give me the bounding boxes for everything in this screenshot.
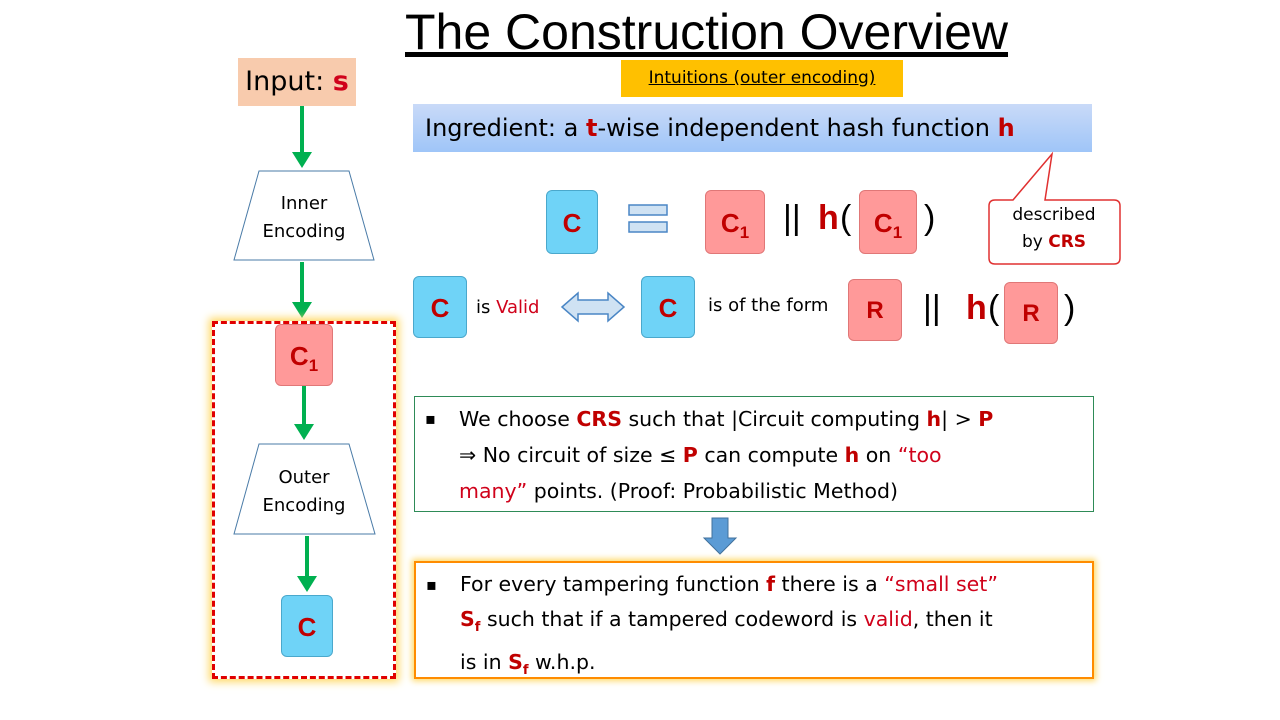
callout-line2: by CRS [989,229,1119,256]
ingredient-pre: Ingredient: a [425,114,586,142]
box2-l2s: S [460,607,475,631]
box2-l2b: such that if a tampered codeword is [480,607,864,631]
eq-close-paren: ) [924,199,936,237]
callout-crs: CRS [1048,232,1087,252]
input-box: Input: s [238,58,356,106]
inner-encoding-shape [233,170,375,261]
callout-line1: described [1012,205,1096,225]
box2-small-set: “small set” [884,572,998,596]
box2-l2sub: f [474,620,481,636]
flow-c-tile: C [281,595,333,657]
ingredient-t: t [585,114,598,142]
ingredient-mid: -wise independent hash function [597,114,998,142]
is-valid-label: is Valid [476,296,539,320]
outer-line1: Outer [278,467,330,488]
eq-c1-tile: C1 [705,190,765,254]
inner-line1: Inner [280,193,328,214]
flow-arrowhead-4 [297,576,317,592]
box1-l1c: | > [941,407,979,431]
box2-bullet: ▪ [426,575,437,594]
box2-l3sub: f [522,663,529,679]
box1-many: many” [459,479,528,503]
valid-c-right-tile: C [641,276,695,338]
ingredient-h: h [997,114,1015,142]
box2-f: f [766,572,776,596]
box1-l2c: on [859,443,898,467]
flow-c1-tile: C1 [275,324,333,386]
callout-by: by [1021,232,1049,252]
box1-line2: ⇒ No circuit of size ≤ P can compute h o… [459,437,1083,473]
eq-c1-sub: 1 [739,223,750,243]
crs-claim-box: ▪ We choose CRS such that |Circuit compu… [414,396,1094,512]
box1-l2p: P [682,443,698,467]
is-word: is [476,297,497,318]
box2-l3s: S [508,650,523,675]
input-label: Input: [245,66,333,97]
valid-word: Valid [496,297,540,318]
box2-line2: Sf such that if a tampered codeword is v… [460,602,1082,645]
eq-inner-c1-tile: C1 [859,190,917,254]
box2-l1b: there is a [775,572,885,596]
box1-line3: many” points. (Proof: Probabilistic Meth… [459,473,1083,509]
intuitions-label: Intuitions (outer encoding) [621,60,903,97]
ingredient-banner: Ingredient: a t-wise independent hash fu… [413,104,1092,152]
outer-line2: Encoding [262,495,346,516]
flow-c1-sub: 1 [308,356,319,376]
outer-encoding-shape [233,443,376,535]
box1-l2b: can compute [697,443,845,467]
form-r-tile: R [848,279,902,341]
equals-top-bar [628,204,668,216]
form-close-paren: ) [1064,289,1076,327]
outer-stage-highlight [212,321,396,679]
down-arrow [702,517,738,555]
box1-bullet: ▪ [425,409,436,428]
inner-line2: Encoding [262,221,346,242]
page-title: The Construction Overview [405,4,1009,60]
box1-l1b: such that |Circuit computing [621,407,927,431]
box2-l3b: w.h.p. [528,650,596,675]
small-set-box: ▪ For every tampering function f there i… [414,561,1094,679]
flow-arrowhead-1 [292,152,312,168]
eq-c-tile: C [546,190,598,254]
form-label: is of the form [708,295,829,316]
inner-encoding-label: Inner Encoding [234,190,374,246]
box2-valid: valid [863,607,913,631]
equivalence-arrow [560,291,626,323]
input-var: s [332,66,349,97]
flow-arrowhead-3 [294,424,314,440]
eq-concat-bars: || [783,199,801,237]
eq-inner-c1-letter: C [873,208,893,238]
equals-bottom-bar [628,221,668,233]
form-inner-r-tile: R [1004,282,1058,344]
box2-l1a: For every tampering function [460,572,767,596]
box1-l1h: h [926,407,942,431]
box1-line1: We choose CRS such that |Circuit computi… [459,401,1083,437]
form-open-paren: ( [988,289,1000,327]
box1-too: “too [897,443,942,467]
outer-encoding-label: Outer Encoding [234,464,374,520]
box1-crs: CRS [576,407,622,431]
crs-callout-text: described by CRS [989,202,1119,256]
box1-l2h: h [844,443,860,467]
form-h: h [966,289,987,327]
valid-c-left-tile: C [413,276,467,338]
box2-line1: For every tampering function f there is … [460,567,1082,602]
box2-l2c: , then it [912,607,993,631]
box1-l3b: points. (Proof: Probabilistic Method) [527,479,899,503]
eq-inner-c1-sub: 1 [892,223,903,243]
box1-l1a: We choose [459,407,577,431]
flow-c1-letter: C [289,341,309,371]
box1-l2a: ⇒ No circuit of size ≤ [459,443,683,467]
box1-l1p: P [978,407,994,431]
box2-l3a: is in [460,650,509,675]
eq-c1-letter: C [720,208,740,238]
box2-line3: is in Sf w.h.p. [460,645,1082,688]
form-concat-bars: || [923,289,941,327]
flow-arrowhead-2 [292,302,312,318]
eq-open-paren: ( [840,199,852,237]
eq-h: h [818,199,839,237]
crs-callout-bubble [988,151,1121,265]
